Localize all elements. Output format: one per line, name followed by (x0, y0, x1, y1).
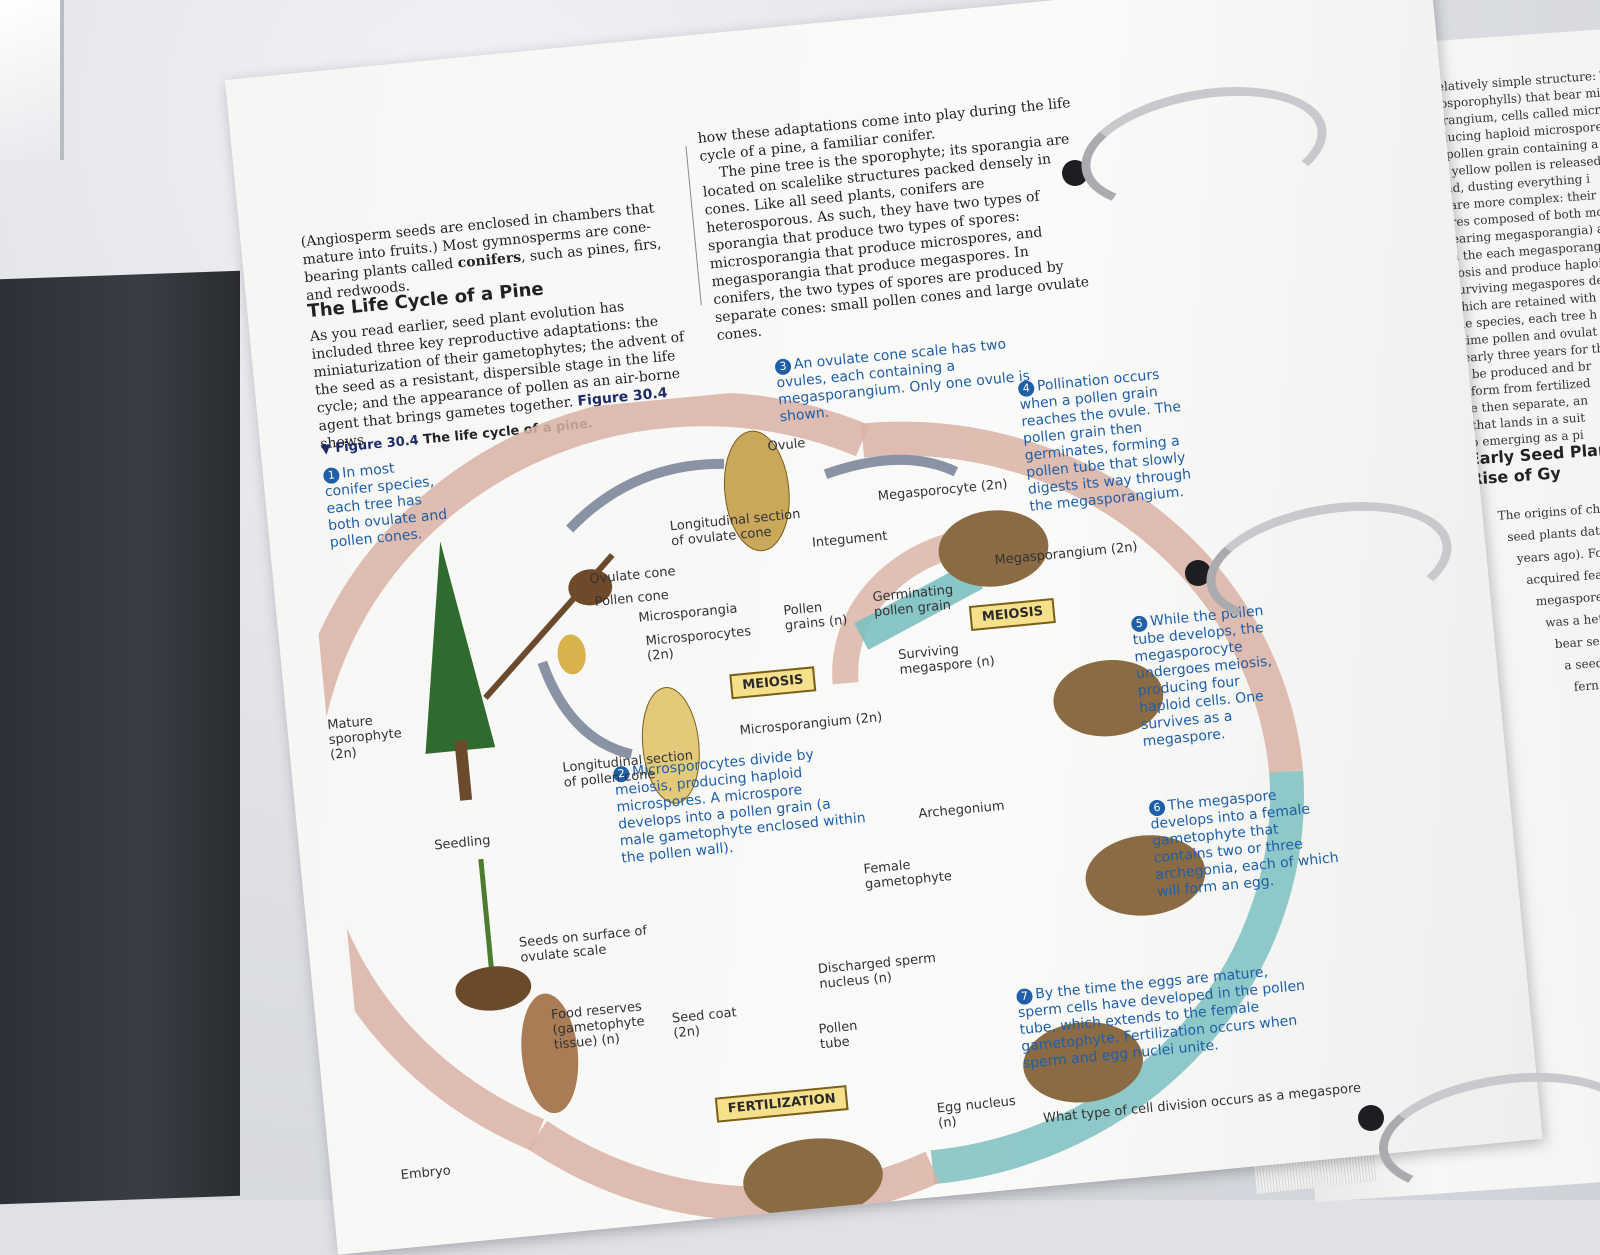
arrow-to-pollen-cone (537, 660, 633, 760)
step-5-number: 5 (1130, 615, 1149, 633)
cycle-arc-upper (860, 421, 1304, 774)
ovulate-cone-icon (568, 569, 613, 606)
step-3-number: 3 (774, 358, 792, 376)
column-divider (685, 146, 702, 306)
seedling-soil (455, 966, 532, 1011)
step-7-number: 7 (1015, 987, 1034, 1006)
cycle-arc-diploid (299, 392, 869, 1151)
step-6-text: The megaspore develops into a female gam… (1149, 787, 1340, 901)
label-mature-sporophyte: Mature sporophyte (2n) (326, 713, 403, 763)
pine-tree-icon (425, 541, 496, 754)
window-frame (0, 0, 64, 160)
step-1-number: 1 (322, 466, 341, 485)
arrow-to-ovulate (566, 458, 725, 533)
textbook-page: (Angiosperm seeds are enclosed in chambe… (225, 0, 1543, 1255)
pollen-cone-section-icon (641, 687, 700, 804)
binder-hole-top (1062, 160, 1088, 186)
conifers-term: conifers (457, 249, 522, 272)
ovule-stage-4 (1023, 1022, 1143, 1103)
step-4-text: Pollination occurs when a pollen grain r… (1019, 366, 1192, 515)
seed-ovule (743, 1138, 883, 1220)
right-page-lower-line: The origins of cha (1497, 501, 1600, 523)
ovule-stage-2 (1053, 659, 1164, 737)
step-1-text: In most conifer species, each tree has b… (324, 460, 448, 552)
tree-trunk (454, 739, 473, 801)
pollen-arrow (854, 562, 983, 650)
binder-hole-middle (1185, 560, 1211, 586)
label-pollen-tube: Pollen tube (818, 1018, 859, 1053)
col2-paragraph: how these adaptations come into play dur… (697, 94, 1096, 345)
pollen-cone-icon (557, 634, 586, 675)
step-5-text: While the pollen tube develops, the mega… (1132, 602, 1273, 751)
step-6-number: 6 (1148, 799, 1166, 817)
cycle-arc-haploid (930, 770, 1304, 1185)
life-cycle-diagram (299, 392, 1304, 1221)
col2-text-2: The pine tree is the sporophyte; its spo… (702, 131, 1090, 345)
ovulate-cone-section-icon (723, 430, 790, 552)
step-4-number: 4 (1017, 379, 1035, 398)
seed-scale-icon (521, 993, 579, 1114)
ovule-stage-1 (938, 510, 1049, 587)
binder-hole-bottom (1358, 1105, 1384, 1131)
ovule-stage-3 (1085, 835, 1206, 916)
seedling-icon (478, 858, 495, 979)
arrow-to-ovule (823, 454, 959, 479)
binder-cover (0, 270, 240, 1205)
